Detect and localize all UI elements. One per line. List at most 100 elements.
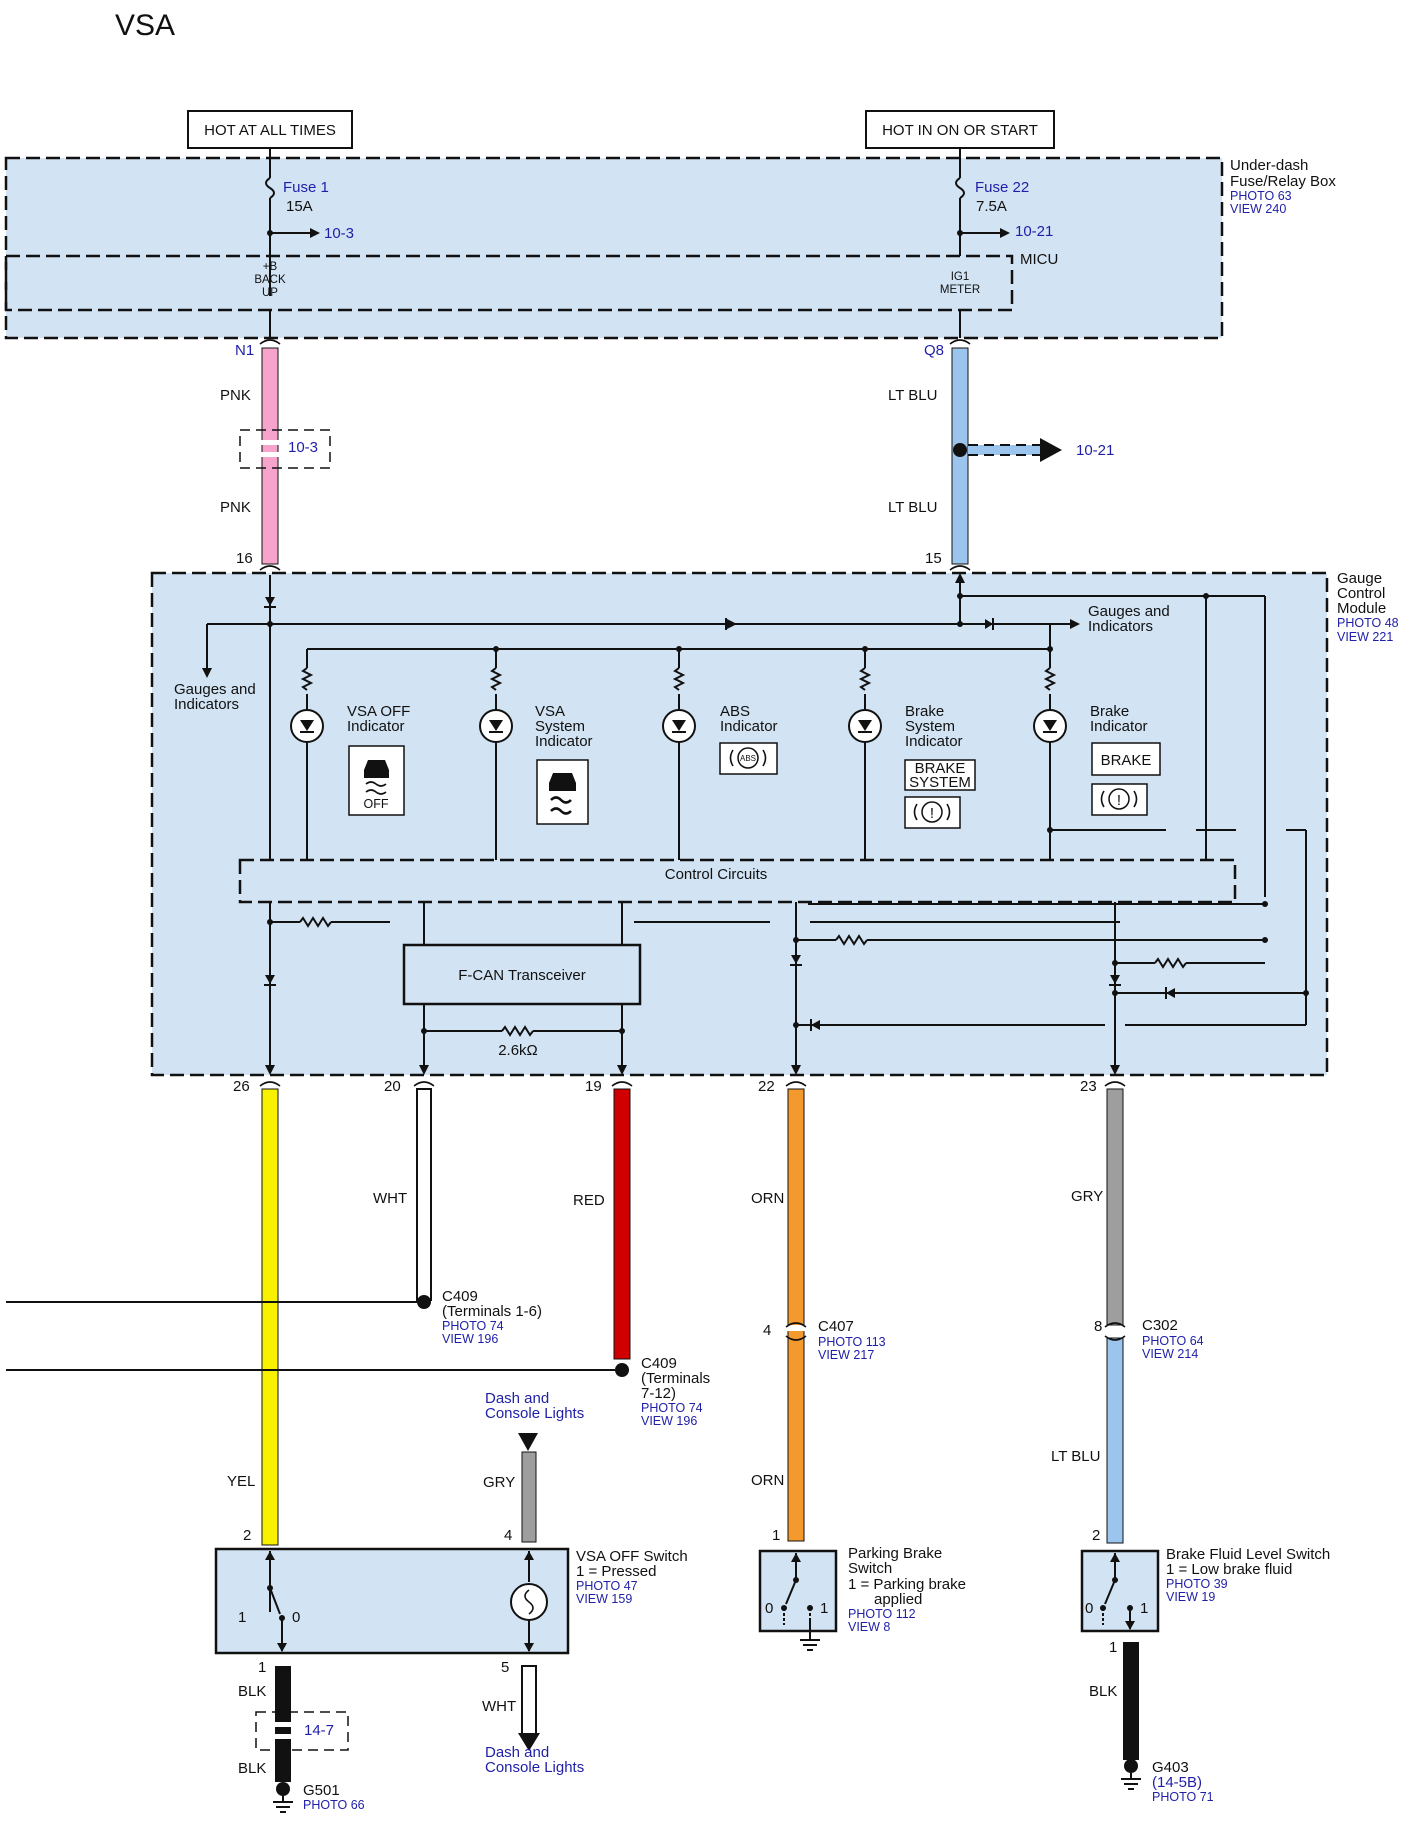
gauges-right-l1: Gauges and (1088, 603, 1170, 620)
wire-gry-dash-label: GRY (483, 1474, 515, 1491)
brake-warning-icon (1108, 788, 1130, 810)
vsa-off-switch-state: 1 = Pressed (576, 1563, 656, 1580)
c409a-photo: PHOTO 74 (442, 1319, 504, 1333)
parking-brake-pos1: 1 (820, 1600, 828, 1617)
c302-name: C302 (1142, 1317, 1178, 1334)
pin-16: 16 (236, 550, 253, 567)
conn-q8: Q8 (924, 342, 944, 359)
c302-pin: 8 (1094, 1318, 1102, 1335)
wire-blk-g403-label: BLK (1089, 1683, 1117, 1700)
diagram-title: VSA (115, 9, 175, 42)
indicator-vsa-system-l2: System (535, 718, 585, 735)
indicator-brake-system-l1: Brake (905, 703, 944, 720)
pin-19: 19 (585, 1078, 602, 1095)
vsa-off-switch-photo: PHOTO 47 (576, 1579, 638, 1593)
gcm-name-2: Control (1337, 585, 1385, 602)
micu-label: MICU (1020, 251, 1058, 268)
c407-view: VIEW 217 (818, 1348, 874, 1362)
gcm-view: VIEW 221 (1337, 630, 1393, 644)
fuse1-ref: 10-3 (324, 225, 354, 242)
pin-15: 15 (925, 550, 942, 567)
resistor-label: 2.6kΩ (498, 1042, 538, 1059)
backup-l1: +B (263, 261, 278, 273)
dash-top-l1: Dash and (485, 1390, 549, 1407)
parking-brake-name-l1: Parking Brake (848, 1545, 942, 1562)
indicator-vsa-system-l3: Indicator (535, 733, 593, 750)
c407-name: C407 (818, 1318, 854, 1335)
parking-brake-name-l2: Switch (848, 1560, 892, 1577)
vsa-off-pos0: 0 (292, 1609, 300, 1626)
dash-bottom-l2: Console Lights (485, 1759, 584, 1776)
wire-yel-label: YEL (227, 1473, 255, 1490)
indicator-brake-system-l2: System (905, 718, 955, 735)
pin-20: 20 (384, 1078, 401, 1095)
underdash-fuse-box: Under-dash Fuse/Relay Box PHOTO 63 VIEW … (4, 148, 1336, 340)
c409b-view: VIEW 196 (641, 1414, 697, 1428)
brake-fluid-level-switch: 2 0 1 Brake Fluid Level Switch 1 = Low b… (1080, 1527, 1330, 1656)
parking-brake-pos0: 0 (765, 1600, 773, 1617)
brake-fluid-name: Brake Fluid Level Switch (1166, 1546, 1330, 1563)
brake-fluid-view: VIEW 19 (1166, 1590, 1215, 1604)
vsa-system-car-icon (549, 773, 576, 791)
control-circuits-label: Control Circuits (665, 866, 768, 883)
g403-ref: (14-5B) (1152, 1774, 1202, 1791)
backup-l2: BACK (254, 274, 286, 286)
vsa-off-pin1: 1 (258, 1659, 266, 1676)
vsa-off-switch: 2 4 1 0 VSA OFF Switch 1 = Pressed PHOTO… (214, 1527, 688, 1676)
wire-yel: YEL (227, 1088, 279, 1546)
gcm-photo: PHOTO 48 (1337, 616, 1399, 630)
wire-pnk-lower-label: PNK (220, 499, 251, 516)
wire-pnk-ref: 10-3 (288, 439, 318, 456)
wire-blk-ref: 14-7 (304, 1722, 334, 1739)
ig1-l1: IG1 (951, 271, 970, 283)
c409b-photo: PHOTO 74 (641, 1401, 703, 1415)
vsa-off-pin2: 2 (243, 1527, 251, 1544)
c409b-terms-l2: 7-12) (641, 1385, 676, 1402)
parking-brake-state-l2: applied (874, 1591, 922, 1608)
wire-orn-lower-label: ORN (751, 1472, 784, 1489)
gauges-left-l2: Indicators (174, 696, 239, 713)
indicator-brake-l1: Brake (1090, 703, 1129, 720)
gcm-name-1: Gauge (1337, 570, 1382, 587)
ig1-l2: METER (940, 284, 980, 296)
wire-ltblu-c302-label: LT BLU (1051, 1448, 1100, 1465)
brake-fluid-pos0: 0 (1085, 1600, 1093, 1617)
vsa-off-car-icon (364, 760, 389, 778)
conn-n1: N1 (235, 342, 254, 359)
vsa-off-switch-view: VIEW 159 (576, 1592, 632, 1606)
brake-system-warning-icon (921, 801, 943, 823)
brake-icon-text: BRAKE (1101, 752, 1152, 769)
indicator-vsa-system-l1: VSA (535, 703, 565, 720)
wire-wht-dash: WHT Dash and Console Lights (482, 1665, 584, 1776)
wire-blk-g403: BLK G403 (14-5B) PHOTO 71 (1089, 1642, 1214, 1804)
brake-system-icon-l1: BRAKE (915, 760, 966, 777)
abs-icon-text: ABS (740, 754, 756, 763)
vsa-off-pos1: 1 (238, 1609, 246, 1626)
c409a-name: C409 (442, 1288, 478, 1305)
wire-gry-ltblu: GRY 8 C302 PHOTO 64 VIEW 214 LT BLU (1051, 1088, 1204, 1544)
wire-pnk: PNK 10-3 PNK (220, 347, 331, 565)
indicator-vsa-off: VSA OFF Indicator OFF (290, 649, 410, 860)
indicator-brake-l2: Indicator (1090, 718, 1148, 735)
indicator-brake: Brake Indicator BRAKE ! (1033, 649, 1306, 860)
underdash-photo: PHOTO 63 (1230, 189, 1292, 203)
parking-brake-switch: 1 0 1 Parking Brake Switch 1 = Parking b… (758, 1527, 966, 1651)
brake-excl: ! (1117, 792, 1121, 809)
wire-blk-g501: BLK 14-7 BLK G501 PHOTO 66 (238, 1666, 365, 1813)
c409a-terms: (Terminals 1-6) (442, 1303, 542, 1320)
g501-label: G501 (303, 1782, 340, 1799)
indicator-vsa-off-l1: VSA OFF (347, 703, 410, 720)
wire-ltblu-upper-label: LT BLU (888, 387, 937, 404)
c302-view: VIEW 214 (1142, 1347, 1198, 1361)
wire-red: RED C409 (Terminals 7-12) PHOTO 74 VIEW … (6, 1088, 710, 1428)
g403-photo: PHOTO 71 (1152, 1790, 1214, 1804)
c407-pin: 4 (763, 1322, 771, 1339)
brake-fluid-pin1: 1 (1109, 1639, 1117, 1656)
fuse1-rating: 15A (286, 198, 313, 215)
wire-blk-lower-label: BLK (238, 1760, 266, 1777)
c409b-terms-l1: (Terminals (641, 1370, 710, 1387)
pin-23: 23 (1080, 1078, 1097, 1095)
brake-system-excl: ! (930, 805, 934, 822)
underdash-name-1: Under-dash (1230, 157, 1308, 174)
fuse22-name: Fuse 22 (975, 179, 1029, 196)
